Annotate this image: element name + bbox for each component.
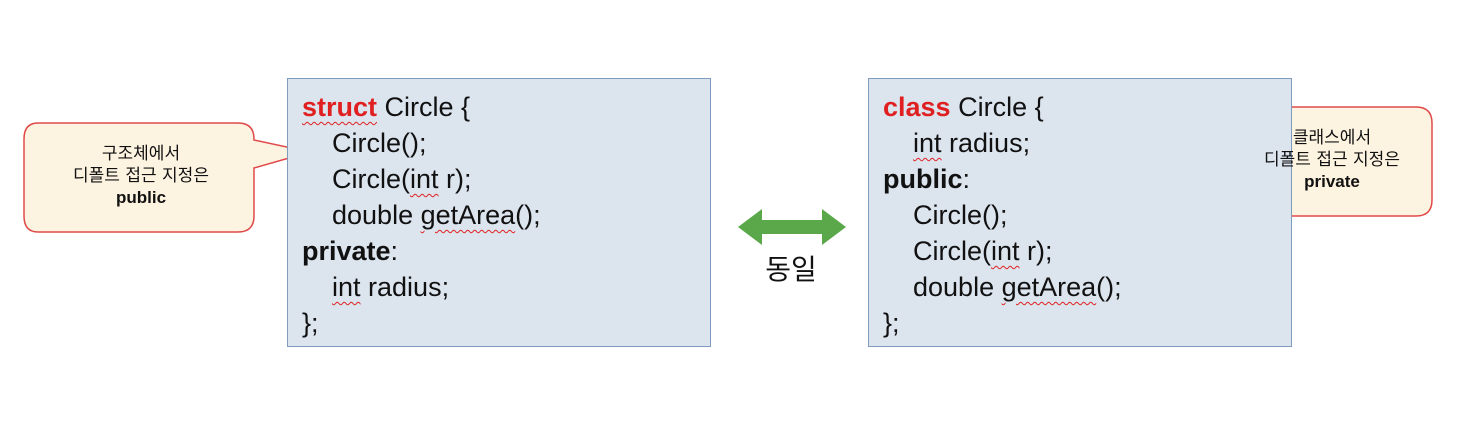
struct-close-line: }; bbox=[302, 308, 319, 338]
equal-label: 동일 bbox=[765, 253, 817, 286]
struct-member-rest: radius; bbox=[360, 272, 450, 302]
struct-getarea-line: double getArea(); bbox=[302, 197, 696, 233]
right-callout-line3: private bbox=[1304, 172, 1360, 191]
left-callout-line1: 구조체에서 bbox=[101, 144, 181, 164]
class-getarea-name: getArea bbox=[1001, 272, 1097, 302]
left-callout-text: 구조체에서 디폴트 접근 지정은 public bbox=[28, 143, 254, 209]
class-code-box: class Circle { int radius; public: Circl… bbox=[868, 78, 1292, 347]
class-keyword: class bbox=[883, 92, 951, 122]
class-ctor2-a: Circle( bbox=[913, 236, 991, 266]
right-callout-line2: 디폴트 접근 지정은 bbox=[1264, 150, 1400, 170]
struct-ctor2-b: r); bbox=[438, 164, 472, 194]
left-callout-line3: public bbox=[115, 188, 167, 207]
right-callout-text: 클래스에서 디폴트 접근 지정은 private bbox=[1232, 127, 1432, 193]
struct-ctor1-line: Circle(); bbox=[332, 128, 427, 158]
class-getarea-a: double bbox=[913, 272, 1002, 302]
class-member-rest: radius; bbox=[941, 128, 1031, 158]
struct-getarea-name: getArea bbox=[420, 200, 516, 230]
struct-ctor2-line: Circle(int r); bbox=[302, 161, 696, 197]
class-access-keyword: public bbox=[883, 164, 963, 194]
struct-ctor2-int: int bbox=[410, 164, 439, 194]
class-ctor2-line: Circle(int r); bbox=[883, 233, 1277, 269]
left-callout-bubble bbox=[23, 122, 311, 233]
struct-header-rest: Circle { bbox=[377, 92, 471, 122]
struct-member-int: int bbox=[332, 272, 361, 302]
struct-access-colon: : bbox=[390, 236, 399, 266]
class-ctor2-b: r); bbox=[1019, 236, 1053, 266]
class-header-rest: Circle { bbox=[950, 92, 1044, 122]
struct-ctor2-a: Circle( bbox=[332, 164, 410, 194]
class-access-colon: : bbox=[962, 164, 971, 194]
struct-access-line: private: bbox=[302, 233, 696, 269]
right-callout-line1: 클래스에서 bbox=[1292, 128, 1372, 148]
class-access-line: public: bbox=[883, 161, 1277, 197]
class-member-int: int bbox=[913, 128, 942, 158]
struct-code-box: struct Circle { Circle(); Circle(int r);… bbox=[287, 78, 711, 347]
struct-getarea-b: (); bbox=[515, 200, 541, 230]
class-member-line: int radius; bbox=[883, 125, 1277, 161]
equivalence-arrow bbox=[738, 209, 846, 245]
class-ctor1-line: Circle(); bbox=[913, 200, 1008, 230]
struct-access-keyword: private bbox=[302, 236, 391, 266]
struct-getarea-a: double bbox=[332, 200, 421, 230]
struct-header-line: struct Circle { bbox=[302, 89, 696, 125]
class-getarea-b: (); bbox=[1096, 272, 1122, 302]
class-close-line: }; bbox=[883, 308, 900, 338]
class-getarea-line: double getArea(); bbox=[883, 269, 1277, 305]
class-header-line: class Circle { bbox=[883, 89, 1277, 125]
left-callout-line2: 디폴트 접근 지정은 bbox=[73, 166, 209, 186]
struct-keyword: struct bbox=[302, 92, 378, 122]
struct-member-line: int radius; bbox=[302, 269, 696, 305]
class-ctor2-int: int bbox=[991, 236, 1020, 266]
